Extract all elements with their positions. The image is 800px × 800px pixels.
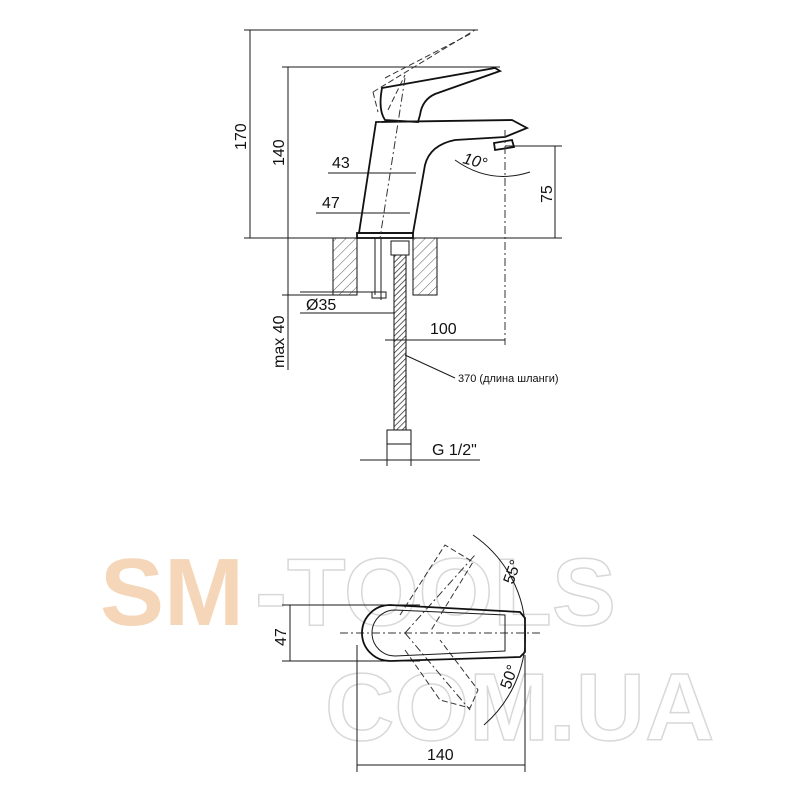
hose-nut <box>386 429 412 445</box>
dim-max40-label: max 40 <box>271 315 288 368</box>
top-body <box>361 604 526 662</box>
supply-hose <box>393 254 407 431</box>
dim-47-label: 47 <box>322 195 340 212</box>
watermark: SM -TOOLS COM.UA <box>100 538 715 762</box>
dim-43-label: 43 <box>332 155 350 172</box>
aerator <box>492 138 516 152</box>
watermark-brand: SM <box>100 539 244 646</box>
watermark-tools: -TOOLS <box>255 539 616 646</box>
countertop-section-left <box>332 237 358 296</box>
dim-100-label: 100 <box>430 321 457 338</box>
countertop-section-right <box>412 237 438 296</box>
thread-label: G 1/2" <box>432 442 477 459</box>
dim-d35-label: Ø35 <box>306 297 336 314</box>
dim-140-label: 140 <box>271 139 288 166</box>
angle-10-label: 10° <box>461 150 489 173</box>
faucet-body <box>357 119 530 234</box>
hose-length-label: 370 (длина шланги) <box>458 373 559 385</box>
top-view: 47 55° 50° 140 <box>273 534 540 772</box>
top-dim-140-label: 140 <box>427 747 454 764</box>
lever-handle <box>379 67 503 123</box>
dim-75-label: 75 <box>539 185 556 203</box>
top-dim-47-label: 47 <box>273 628 290 646</box>
side-view: 170 140 10° 75 43 47 Ø35 <box>233 29 562 466</box>
dim-170-label: 170 <box>233 123 250 150</box>
